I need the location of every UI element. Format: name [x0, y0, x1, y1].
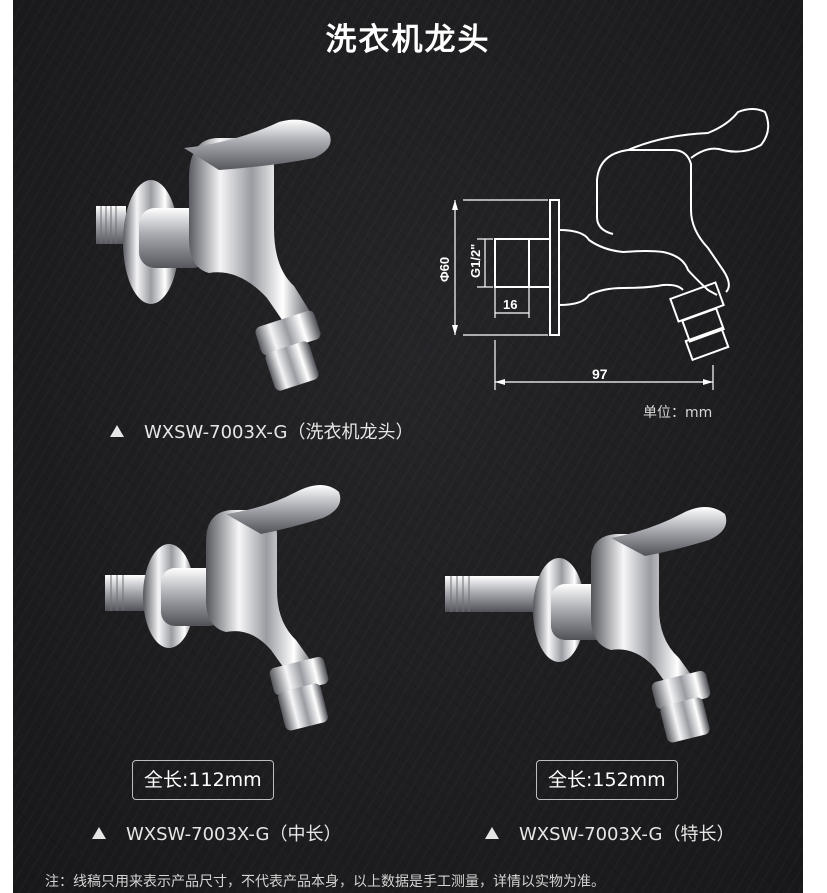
unit-note: 单位：mm [643, 405, 713, 421]
triangle-bullet-icon [110, 425, 124, 437]
caption-medium: WXSW-7003X-G（中长） [92, 820, 341, 846]
caption-long: WXSW-7003X-G（特长） [485, 820, 734, 846]
dimension-drawing: Φ60 G1/2" 16 97 [423, 100, 783, 400]
diameter-dimension-label: Φ60 [437, 257, 452, 282]
caption-medium-text: WXSW-7003X-G（中长） [126, 824, 342, 845]
caption-standard: WXSW-7003X-G（洗衣机龙头） [110, 418, 413, 444]
length-badge-medium: 全长:112mm [132, 760, 274, 800]
caption-standard-text: WXSW-7003X-G（洗衣机龙头） [144, 422, 414, 443]
faucet-photo-medium [91, 472, 361, 742]
triangle-bullet-icon [485, 827, 499, 839]
caption-long-text: WXSW-7003X-G（特长） [519, 824, 735, 845]
product-panel: 洗衣机龙头 [13, 0, 803, 893]
depth-dimension-label: 16 [503, 297, 517, 312]
length-badge-long: 全长:152mm [536, 760, 678, 800]
page-title: 洗衣机龙头 [325, 22, 491, 58]
thread-dimension-label: G1/2" [468, 244, 483, 278]
length-dimension-label: 97 [592, 366, 608, 382]
faucet-photo-standard [79, 108, 339, 398]
faucet-photo-long [431, 496, 751, 756]
disclaimer-note: 注：线稿只用来表示产品尺寸，不代表产品本身，以上数据是手工测量，详情以实物为准。 [45, 874, 605, 890]
triangle-bullet-icon [92, 827, 106, 839]
